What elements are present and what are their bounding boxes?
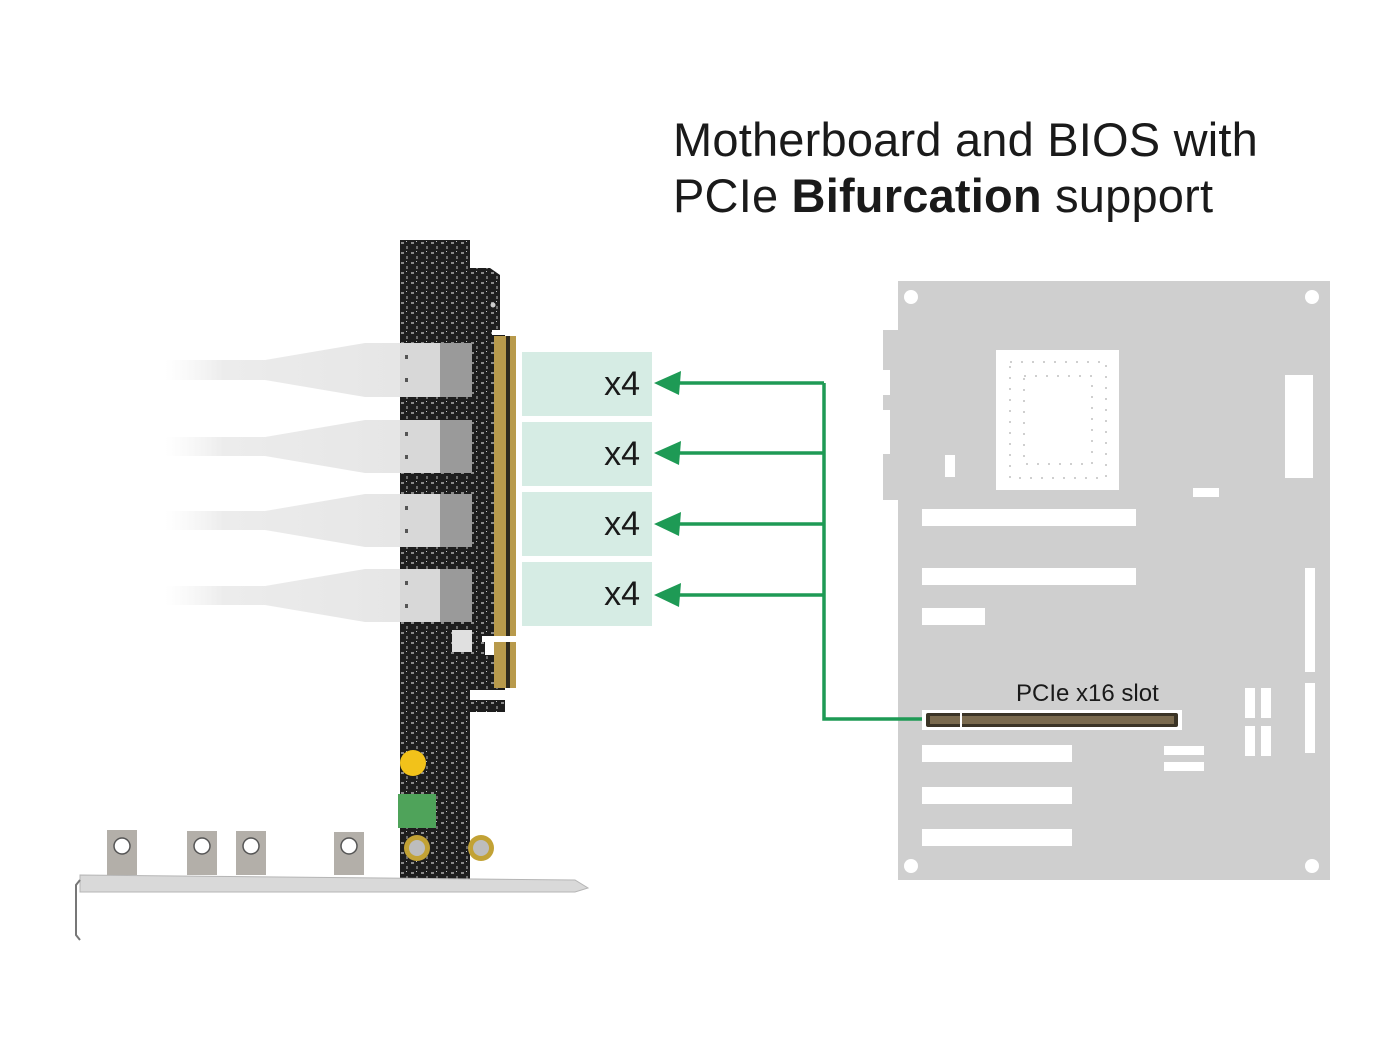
bifurcation-arrows (670, 381, 922, 721)
cable-1 (165, 343, 400, 397)
cable-2 (165, 420, 400, 473)
connector-port-4 (400, 569, 472, 622)
expansion-slot-3 (922, 745, 1072, 762)
lane-label: x4 (604, 435, 640, 473)
pcb-board (400, 240, 505, 880)
ram-slot (1285, 375, 1313, 478)
green-connector-block (398, 794, 436, 828)
cable-3 (165, 494, 400, 547)
bracket-tab-3 (236, 831, 266, 875)
cable-4 (165, 569, 400, 622)
connector-port-2 (400, 420, 472, 473)
pcie-x16-slot (922, 710, 1182, 730)
mount-screw-right (468, 835, 494, 861)
lane-box-4: x4 (522, 562, 652, 626)
connector-port-3 (400, 494, 472, 547)
lane-label: x4 (604, 365, 640, 403)
title-bold-word: Bifurcation (791, 169, 1042, 222)
cables (165, 343, 400, 622)
bracket-tab-4 (334, 832, 364, 875)
lane-box-2: x4 (522, 422, 652, 486)
mount-screw-left (404, 835, 430, 861)
title-line-2: PCIe Bifurcation support (673, 169, 1214, 222)
bracket-tab-2 (187, 831, 217, 875)
arrowhead-1 (654, 371, 681, 395)
expansion-slot-5 (922, 829, 1072, 846)
motherboard (883, 281, 1330, 880)
lane-label: x4 (604, 505, 640, 543)
expansion-slot-2 (922, 568, 1136, 585)
pcie-bifurcation-card (398, 240, 518, 880)
lane-label: x4 (604, 575, 640, 613)
lane-box-1: x4 (522, 352, 652, 416)
arrowhead-4 (654, 583, 681, 607)
cpu-socket (996, 350, 1119, 490)
expansion-slot-4 (922, 787, 1072, 804)
gold-edge-connector (494, 336, 516, 688)
arrowhead-2 (654, 441, 681, 465)
low-profile-bracket (75, 830, 590, 941)
trunk-line (822, 383, 922, 721)
arrowhead-3 (654, 512, 681, 536)
title-line-1: Motherboard and BIOS with (673, 113, 1258, 166)
pcie-slot-label: PCIe x16 slot (1016, 680, 1159, 707)
lane-box-3: x4 (522, 492, 652, 556)
connector-port-1 (400, 343, 472, 397)
yellow-capacitor (400, 750, 426, 776)
expansion-slot-1 (922, 509, 1136, 526)
bracket-tab-1 (107, 830, 137, 875)
diagram-title: Motherboard and BIOS with PCIe Bifurcati… (673, 112, 1258, 224)
